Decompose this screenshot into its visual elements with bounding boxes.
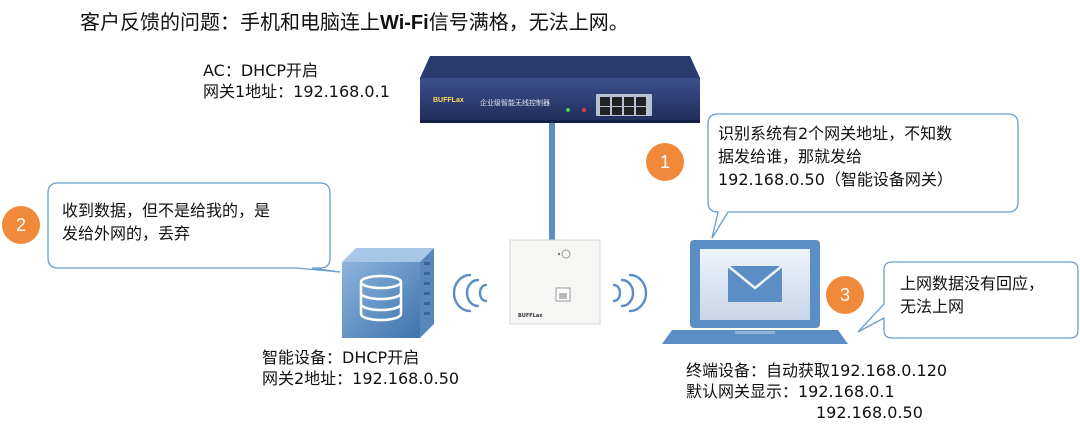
smart-device-icon (342, 248, 434, 338)
ac-controller (420, 56, 700, 123)
smart-device-info: 智能设备：DHCP开启 网关2地址：192.168.0.50 (262, 347, 459, 389)
bubble-1-line3: 192.168.0.50（智能设备网关） (718, 170, 953, 189)
smart-device-info-line2: 网关2地址：192.168.0.50 (262, 369, 460, 388)
ac-model-label: 企业级智能无线控制器 (480, 99, 550, 107)
access-point (509, 239, 601, 325)
laptop-icon (662, 240, 848, 344)
terminal-info-line1: 终端设备：自动获取192.168.0.120 (686, 361, 948, 380)
page-title: 客户反馈的问题：手机和电脑连上Wi-Fi信号满格，无法上网。 (80, 10, 629, 34)
ac-brand-label: BUFFLax (433, 97, 464, 104)
ap-brand-label: BUFFLax (518, 313, 543, 319)
terminal-info-line3: 192.168.0.50 (816, 403, 923, 422)
bubble-2-text: 收到数据，但不是给我的，是 发给外网的，丢弃 (62, 199, 270, 245)
bubble-2-line2: 发给外网的，丢弃 (62, 224, 191, 243)
bubble-3-line2: 无法上网 (900, 297, 965, 316)
wifi-signal-right-icon (612, 273, 648, 313)
speech-bubble-1 (707, 113, 1019, 239)
bubble-3-text: 上网数据没有回应， 无法上网 (900, 272, 1044, 318)
step-badge-1: 1 (646, 143, 684, 181)
bubble-2-line1: 收到数据，但不是给我的，是 (62, 201, 271, 220)
speech-bubble-2 (47, 182, 341, 273)
wifi-signal-left-icon (452, 273, 488, 313)
bubble-1-line1: 识别系统有2个网关地址，不知数 (718, 124, 953, 143)
terminal-info: 终端设备：自动获取192.168.0.120 默认网关显示：192.168.0.… (686, 360, 947, 423)
bubble-1-text: 识别系统有2个网关地址，不知数 据发给谁，那就发给 192.168.0.50（智… (718, 122, 953, 191)
smart-device-info-line1: 智能设备：DHCP开启 (262, 348, 420, 367)
ac-info-line1: AC：DHCP开启 (203, 61, 319, 80)
bubble-1-line2: 据发给谁，那就发给 (718, 147, 863, 166)
bubble-3-line1: 上网数据没有回应， (900, 274, 1045, 293)
terminal-info-line2: 默认网关显示：192.168.0.1 (686, 382, 895, 401)
step-badge-2: 2 (2, 206, 40, 244)
ac-info-line2: 网关1地址：192.168.0.1 (203, 82, 390, 101)
ac-info: AC：DHCP开启 网关1地址：192.168.0.1 (203, 60, 390, 102)
speech-bubble-3 (857, 261, 1079, 339)
step-badge-3: 3 (826, 276, 864, 314)
network-cable (549, 120, 555, 242)
